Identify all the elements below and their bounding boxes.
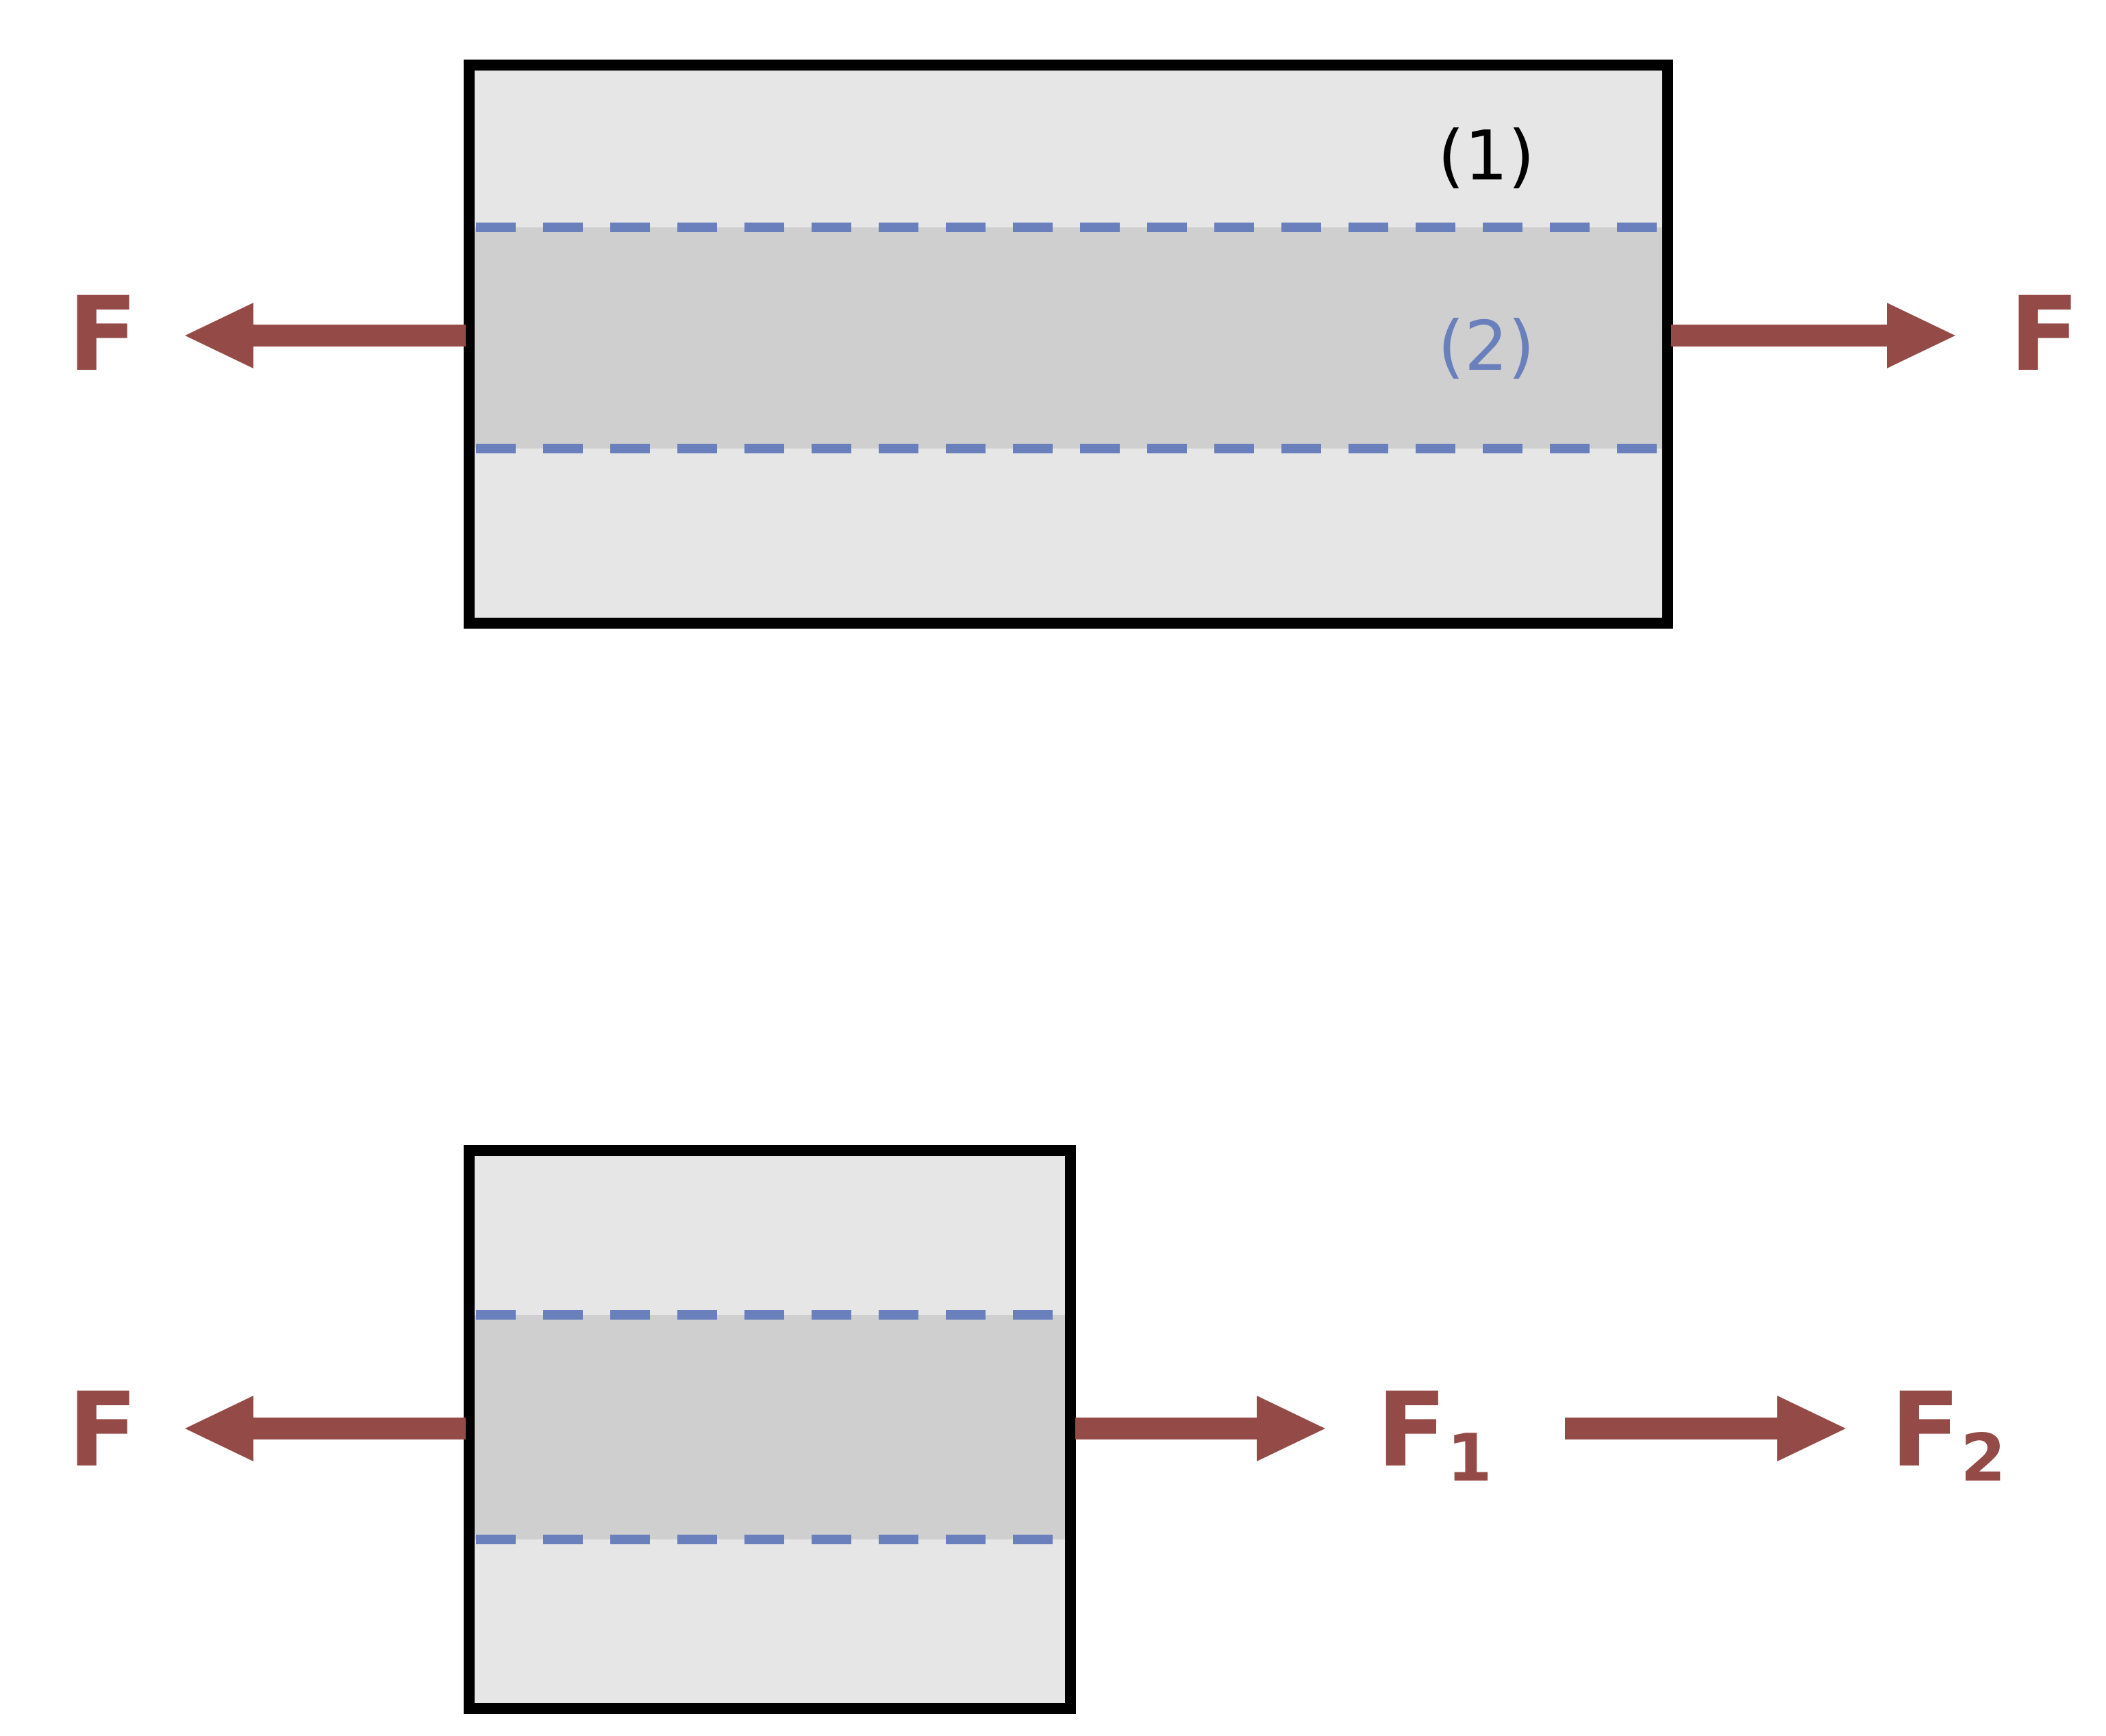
- top-left-force-arrow: [185, 303, 466, 368]
- top-right-arrow-head: [1887, 303, 1955, 368]
- force-1-label: F1: [1377, 1371, 1492, 1496]
- top-right-force-label: F: [2009, 275, 2079, 394]
- force-1-subscript: 1: [1446, 1421, 1492, 1496]
- region-2-label: (2): [1438, 306, 1535, 386]
- top-left-arrow-head: [185, 303, 253, 368]
- force-2-arrow-shaft: [1565, 1418, 1784, 1439]
- force-2-label: F2: [1890, 1371, 2006, 1496]
- top-composite-bar: (1) (2): [464, 60, 1673, 629]
- top-bar-outline: [464, 60, 1673, 629]
- bottom-bar-core-material: [469, 1315, 1070, 1539]
- force-1-letter: F: [1377, 1371, 1446, 1490]
- bottom-left-arrow-head: [185, 1396, 253, 1461]
- bottom-composite-bar: [464, 1145, 1076, 1714]
- force-1-arrow-shaft: [1075, 1418, 1264, 1439]
- region-1-label: (1): [1438, 116, 1535, 196]
- bottom-left-force-arrow: [185, 1396, 466, 1461]
- force-2-letter: F: [1890, 1371, 1960, 1490]
- top-right-arrow-shaft: [1671, 325, 1894, 347]
- top-left-arrow-shaft: [247, 325, 466, 347]
- top-right-force-arrow: [1671, 303, 1955, 368]
- force-1-arrow-head: [1257, 1396, 1325, 1461]
- bottom-bar-outline: [464, 1145, 1076, 1714]
- bottom-left-force-label: F: [68, 1371, 138, 1490]
- force-2-arrow: [1565, 1396, 1846, 1461]
- bottom-left-arrow-shaft: [247, 1418, 466, 1439]
- top-left-force-label: F: [68, 275, 138, 394]
- force-2-subscript: 2: [1960, 1421, 2005, 1496]
- top-bar-core-material: [469, 227, 1668, 449]
- force-2-arrow-head: [1777, 1396, 1846, 1461]
- force-1-arrow: [1075, 1396, 1325, 1461]
